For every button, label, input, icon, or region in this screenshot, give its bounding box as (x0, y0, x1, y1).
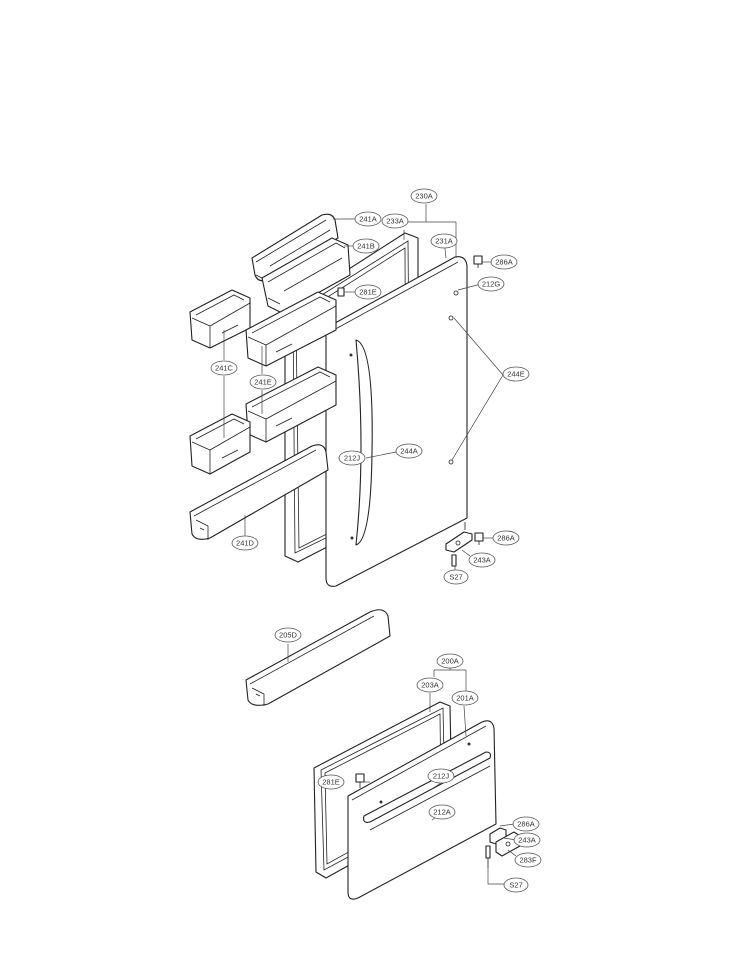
label-243A-bottom: 243A (513, 832, 541, 848)
door-bin-241E-upper (245, 291, 337, 367)
label-241D: 241D (231, 535, 259, 551)
callout-286A-mid: 286A (497, 534, 515, 543)
callout-230A: 230A (415, 192, 433, 201)
callout-243A-top: 243A (473, 556, 491, 565)
label-241C: 241C (210, 360, 238, 376)
label-283F: 283F (514, 852, 542, 868)
callout-244A: 244A (400, 447, 418, 456)
label-241A: 241A (354, 211, 382, 227)
callout-281E-top: 281E (359, 288, 377, 297)
callout-212J-top: 212J (344, 454, 361, 463)
freezer-drawer-door (347, 720, 497, 900)
door-bin-241B (261, 237, 351, 314)
label-243A-top: 243A (468, 552, 496, 568)
callout-205D: 205D (279, 631, 298, 640)
door-bin-241E-lower (245, 366, 337, 443)
callout-212J-bottom: 212J (433, 772, 450, 781)
door-bin-241C-upper (189, 289, 251, 349)
door-handle-upper (355, 339, 373, 546)
callout-200A: 200A (441, 657, 459, 666)
label-281E-bottom: 281E (317, 774, 345, 790)
callout-244E: 244E (507, 370, 525, 379)
label-286A-bottom: 286A (512, 816, 540, 832)
callout-212G: 212G (482, 280, 501, 289)
callout-283F: 283F (519, 856, 537, 865)
callout-281E-bottom: 281E (322, 778, 340, 787)
callout-241A: 241A (359, 215, 377, 224)
callout-286A-bottom: 286A (517, 820, 535, 829)
door-bin-205D (245, 609, 391, 706)
cap-281E-upper (337, 287, 345, 297)
leader-lines-upper (223, 204, 504, 571)
callout-286A-top: 286A (495, 258, 513, 267)
callout-231A: 231A (435, 237, 453, 246)
label-230A: 230A (410, 188, 438, 204)
door-bin-241D (189, 444, 329, 540)
label-244E: 244E (502, 366, 530, 382)
door-bin-241A (251, 213, 339, 282)
hinge-cap-mid (474, 532, 484, 545)
label-205D: 205D (274, 627, 302, 643)
callout-S27-top: S27 (449, 573, 462, 582)
callout-203A: 203A (421, 681, 439, 690)
refrigerator-door (325, 256, 468, 587)
label-244A: 244A (395, 443, 423, 459)
label-S27-bottom: S27 (503, 877, 529, 893)
label-231A: 231A (430, 233, 458, 249)
label-286A-top: 286A (490, 254, 518, 270)
callout-233A: 233A (386, 217, 404, 226)
label-212G: 212G (477, 276, 505, 292)
label-281E-top: 281E (354, 284, 382, 300)
callout-201A: 201A (456, 694, 474, 703)
label-233A: 233A (381, 213, 409, 229)
callout-241E: 241E (254, 378, 272, 387)
label-S27-top: S27 (443, 569, 469, 585)
label-241B: 241B (352, 238, 380, 254)
label-201A: 201A (451, 690, 479, 706)
label-200A: 200A (436, 653, 464, 669)
label-203A: 203A (416, 677, 444, 693)
callout-241B: 241B (357, 242, 375, 251)
label-286A-mid: 286A (492, 530, 520, 546)
label-212J-bottom: 212J (427, 768, 455, 784)
hinge-cap-top (473, 255, 483, 268)
label-212A: 212A (428, 804, 456, 820)
door-bin-241C-lower (189, 413, 251, 475)
callout-212A: 212A (433, 808, 451, 817)
callout-241D: 241D (236, 539, 255, 548)
callout-241C: 241C (215, 364, 234, 373)
drawer-handle (363, 751, 492, 823)
label-241E: 241E (249, 374, 277, 390)
callout-S27-bottom: S27 (509, 881, 522, 890)
callout-243A-bottom: 243A (518, 836, 536, 845)
label-212J-top: 212J (338, 450, 366, 466)
screw-upper (451, 554, 457, 567)
lower-hinge-upper-door (445, 522, 473, 553)
lower-hinge-drawer (485, 827, 521, 868)
